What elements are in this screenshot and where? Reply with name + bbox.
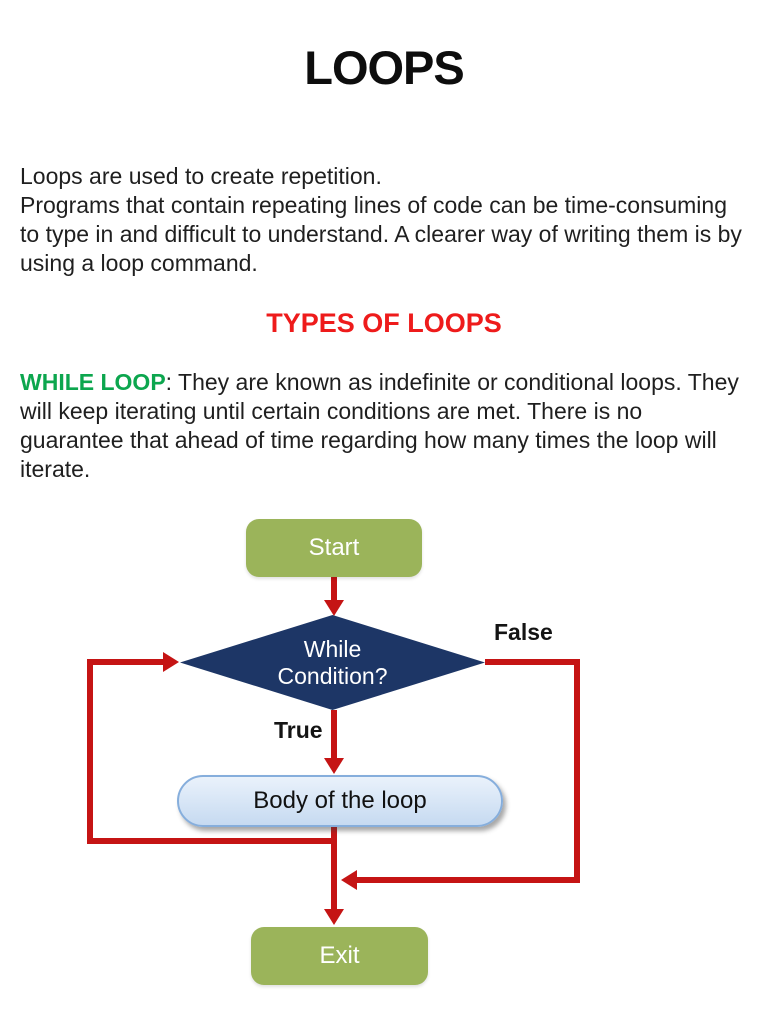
arrowhead-condition-to-body [324,758,344,774]
start-node-label: Start [308,534,360,561]
true-branch-label: True [274,717,323,743]
while-loop-term: WHILE LOOP [20,369,166,395]
arrowhead-start-to-condition [324,600,344,616]
body-node-label: Body of the loop [253,787,427,814]
intro-line-2: Programs that contain repeating lines of… [20,192,742,276]
flowchart-exit-node: Exit [251,927,428,985]
arrowhead-false-path [341,870,357,890]
section-heading: TYPES OF LOOPS [266,308,502,338]
arrow-false-path [356,659,580,883]
false-branch-label: False [494,619,553,645]
page-title: LOOPS [304,41,465,94]
while-loop-description: : They are known as indefinite or condit… [20,369,739,482]
intro-line-1: Loops are used to create repetition. [20,163,382,189]
arrowhead-body-to-exit [324,909,344,925]
flowchart-body-node: Body of the loop [177,775,503,827]
arrow-loop-back [87,659,336,844]
flowchart-start-node: Start [246,519,422,577]
intro-paragraph: Loops are used to create repetition. Pro… [20,162,748,278]
condition-label-line1: While [303,635,362,662]
while-loop-paragraph: WHILE LOOP: They are known as indefinite… [20,368,750,484]
arrowhead-loop-back [163,652,179,672]
exit-node-label: Exit [319,942,360,969]
condition-label-line2: Condition? [277,662,388,689]
